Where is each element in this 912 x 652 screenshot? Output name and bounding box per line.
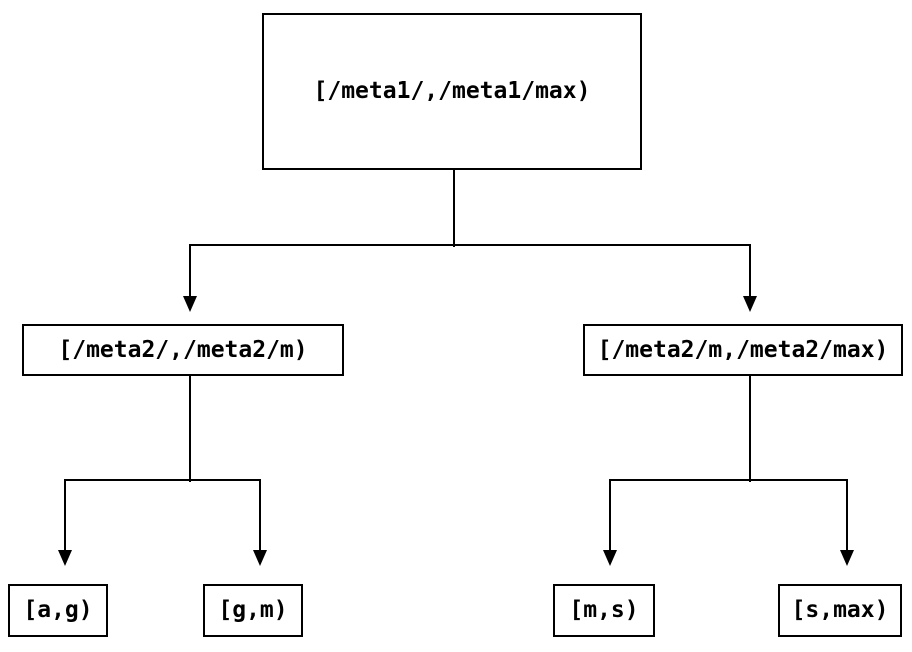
edge-left-child-to-leaves [58, 375, 267, 566]
arrowhead-to-leaf-smax [840, 550, 854, 566]
node-leaf-smax-label: [s,max) [791, 597, 889, 623]
node-root: [/meta1/,/meta1/max) [262, 13, 642, 170]
node-leaf-gm: [g,m) [203, 584, 303, 637]
node-leaf-ag: [a,g) [8, 584, 108, 637]
node-leaf-ag-label: [a,g) [23, 597, 93, 623]
arrowhead-to-leaf-gm [253, 550, 267, 566]
node-root-label: [/meta1/,/meta1/max) [313, 78, 591, 104]
edge-root-to-children [183, 169, 757, 312]
node-left-child-label: [/meta2/,/meta2/m) [58, 336, 308, 363]
node-right-child: [/meta2/m,/meta2/max) [583, 324, 903, 376]
node-leaf-smax: [s,max) [778, 584, 902, 637]
arrowhead-to-left-child [183, 296, 197, 312]
arrowhead-to-leaf-ag [58, 550, 72, 566]
edge-right-subtree-lines [609, 375, 848, 553]
edge-left-subtree-lines [64, 375, 261, 553]
node-right-child-label: [/meta2/m,/meta2/max) [597, 336, 889, 363]
edge-right-child-to-leaves [603, 375, 854, 566]
node-left-child: [/meta2/,/meta2/m) [22, 324, 344, 376]
arrowhead-to-right-child [743, 296, 757, 312]
node-leaf-ms: [m,s) [553, 584, 655, 637]
node-leaf-ms-label: [m,s) [569, 597, 639, 623]
node-leaf-gm-label: [g,m) [218, 597, 288, 623]
edge-root-lines [189, 169, 751, 299]
arrowhead-to-leaf-ms [603, 550, 617, 566]
